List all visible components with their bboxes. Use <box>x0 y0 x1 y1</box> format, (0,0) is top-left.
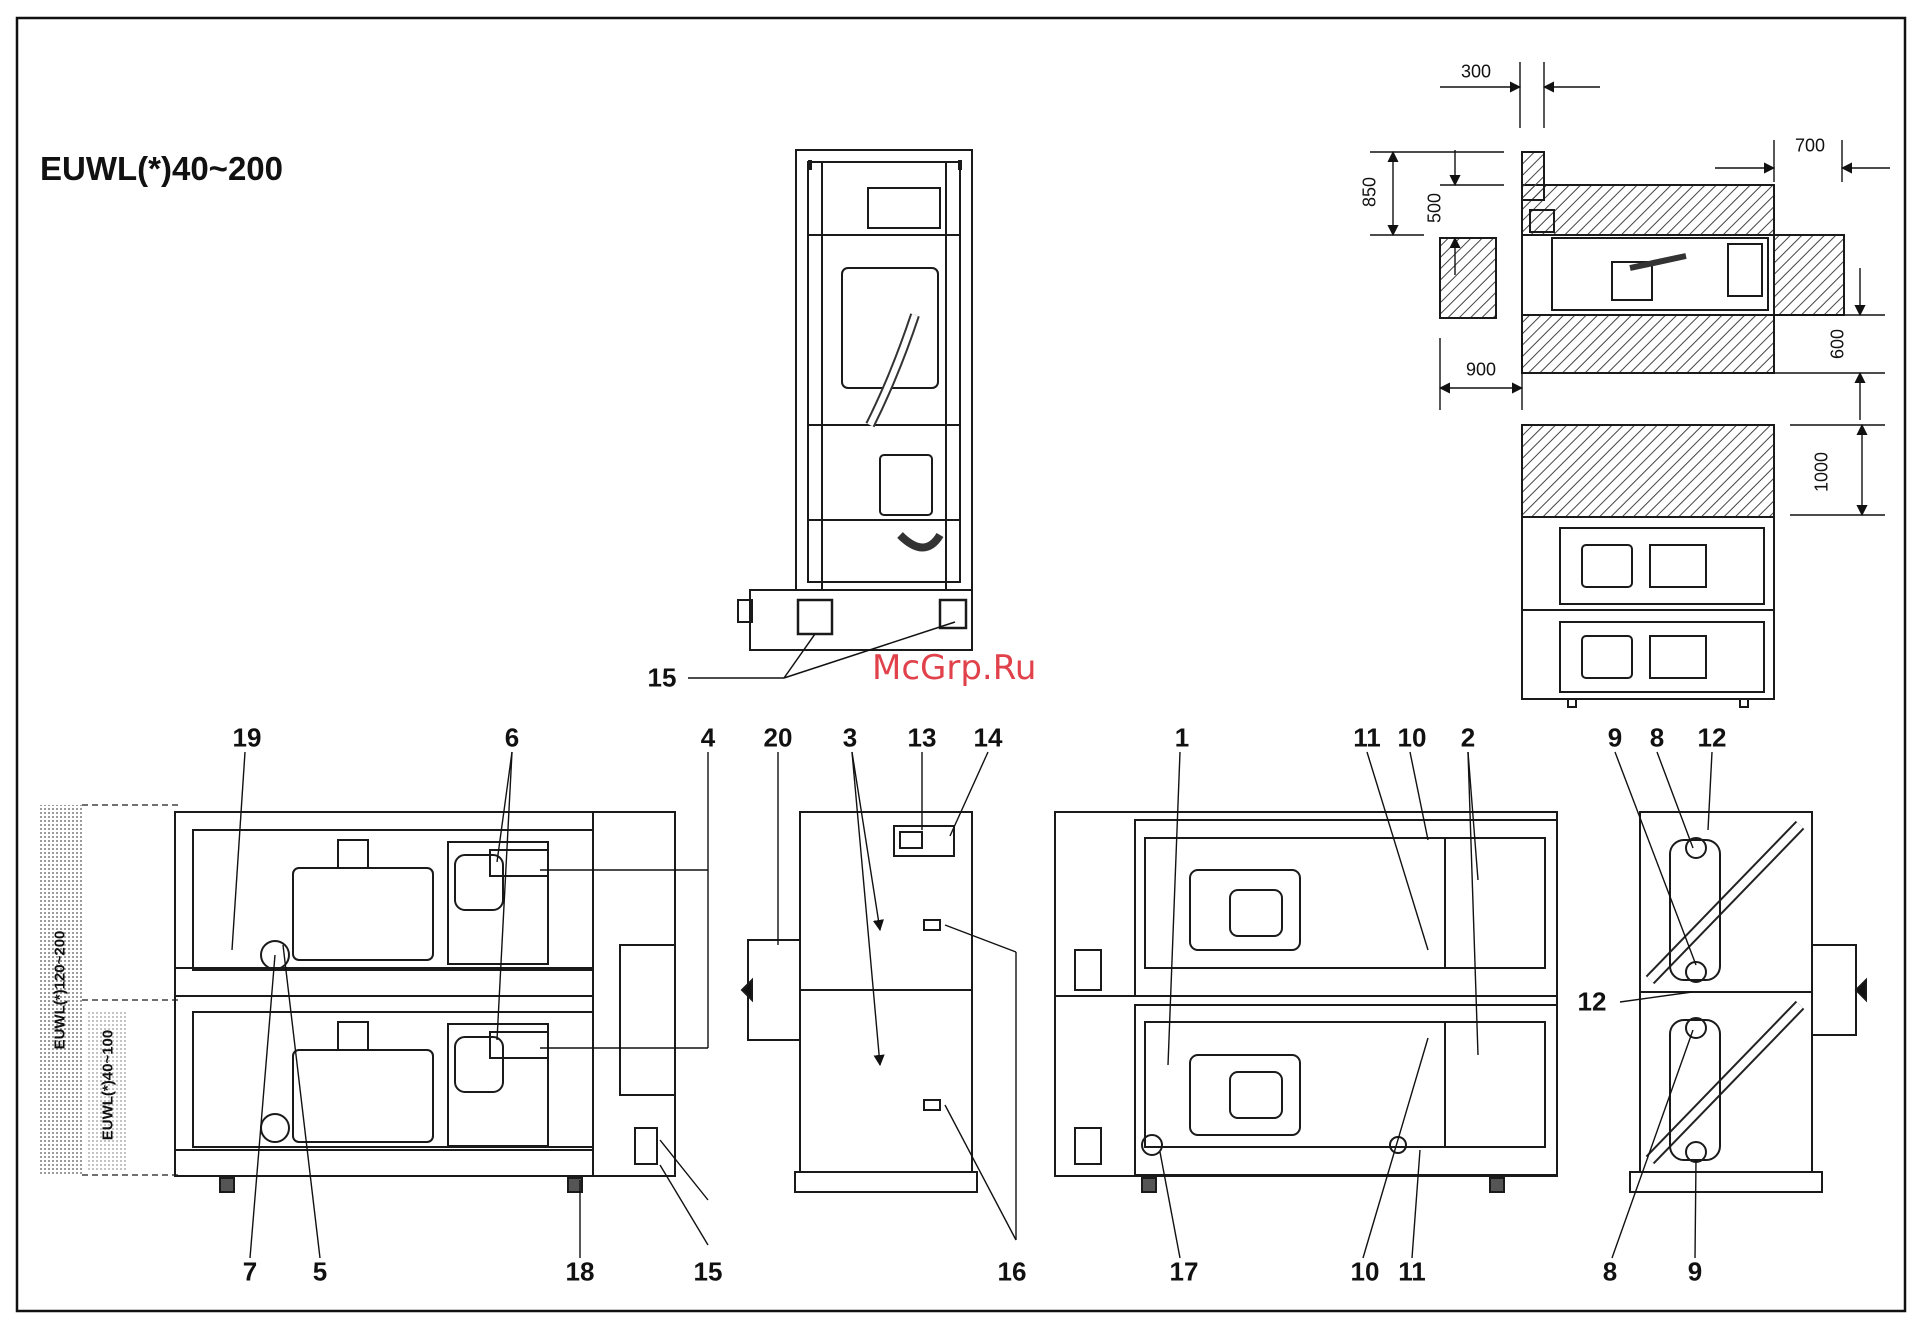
front-panel-view <box>742 812 977 1192</box>
side-view-left <box>40 805 675 1192</box>
callout-14: 14 <box>974 723 1003 754</box>
front-view-tall-unit <box>738 150 972 650</box>
dim-900: 900 <box>1466 360 1496 381</box>
callout-7: 7 <box>243 1257 257 1288</box>
callout-18: 18 <box>566 1257 595 1288</box>
callout-15-bottom: 15 <box>694 1257 723 1288</box>
dim-700: 700 <box>1795 136 1825 157</box>
callout-4: 4 <box>701 723 715 754</box>
callout-3: 3 <box>843 723 857 754</box>
model-label-small: EUWL(*)40~100 <box>100 1030 117 1140</box>
side-view-left-leaders <box>232 752 708 1258</box>
dim-1000: 1000 <box>1812 452 1833 492</box>
end-view-leaders <box>1612 752 1712 1258</box>
callout-13: 13 <box>908 723 937 754</box>
dim-500: 500 <box>1425 193 1446 223</box>
callout-12-mid: 12 <box>1578 987 1607 1018</box>
callout-1: 1 <box>1175 723 1189 754</box>
dim-300: 300 <box>1461 62 1491 83</box>
dim-600: 600 <box>1828 329 1849 359</box>
callout-6: 6 <box>505 723 519 754</box>
dim-850: 850 <box>1360 177 1381 207</box>
callout-2: 2 <box>1461 723 1475 754</box>
callout-10-bottom: 10 <box>1351 1257 1380 1288</box>
model-label-large: EUWL(*)120~200 <box>52 931 69 1050</box>
callout-9-top: 9 <box>1608 723 1622 754</box>
callout-16: 16 <box>998 1257 1027 1288</box>
callout-12-top: 12 <box>1698 723 1727 754</box>
callout-11-bottom: 11 <box>1398 1257 1426 1288</box>
callout-20: 20 <box>764 723 793 754</box>
stacked-units-view <box>1522 425 1774 707</box>
end-view <box>1630 812 1866 1192</box>
callout-5: 5 <box>313 1257 327 1288</box>
callout-15-top: 15 <box>648 663 677 694</box>
callout-10-top: 10 <box>1398 723 1427 754</box>
callout-19: 19 <box>233 723 262 754</box>
callout-17: 17 <box>1170 1257 1199 1288</box>
rear-view <box>1055 812 1557 1192</box>
callout-9-bottom: 9 <box>1688 1257 1702 1288</box>
callout-8-bottom: 8 <box>1603 1257 1617 1288</box>
callout-11-top: 11 <box>1353 723 1381 754</box>
callout-8-top: 8 <box>1650 723 1664 754</box>
